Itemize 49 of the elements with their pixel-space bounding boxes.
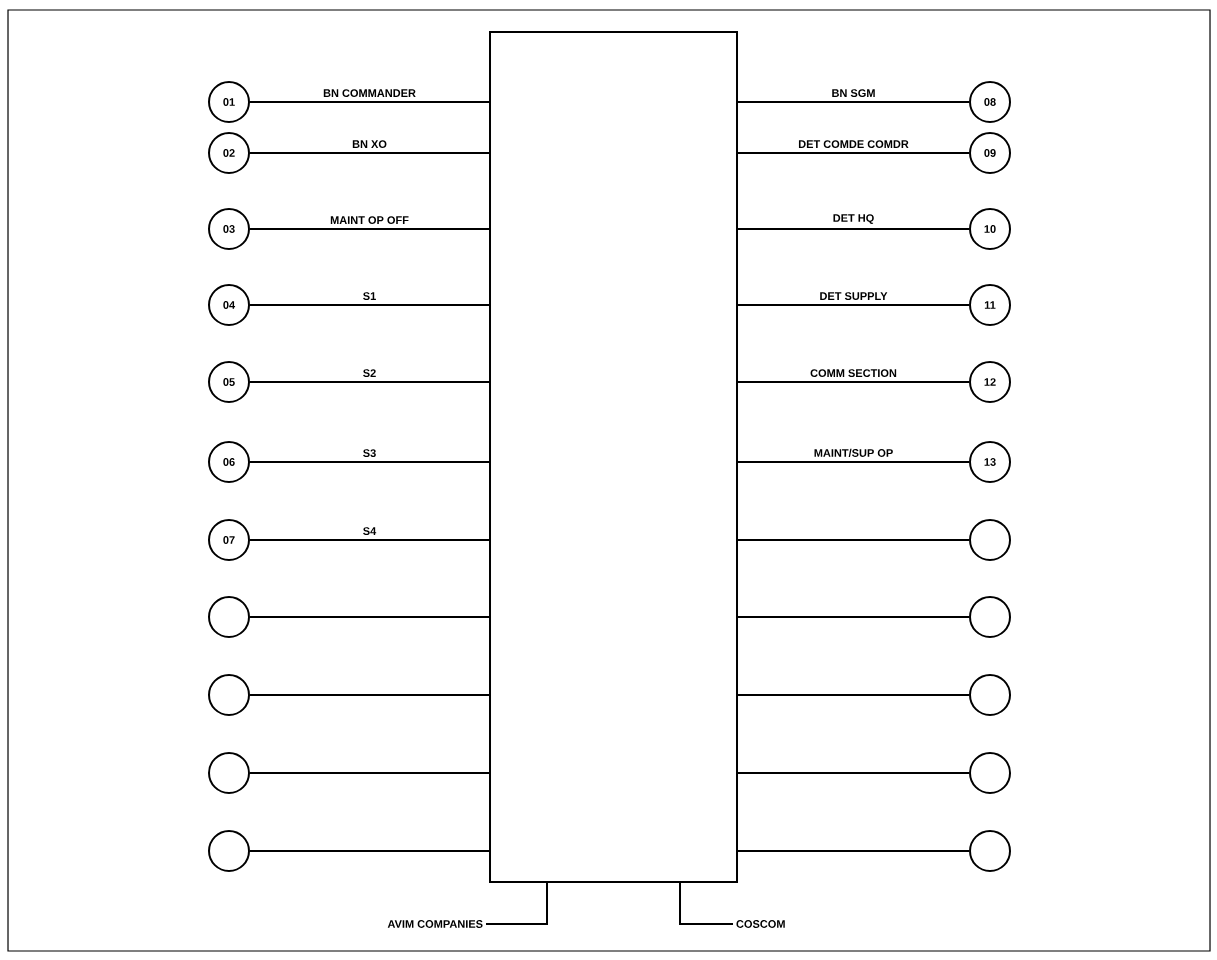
connector-line	[249, 381, 490, 383]
connector-line	[737, 304, 970, 306]
connector-line	[249, 616, 490, 618]
edge-label: S2	[363, 369, 376, 377]
connector-line	[737, 381, 970, 383]
empty-circle	[208, 674, 250, 716]
edge-label: DET COMDE COMDR	[798, 140, 909, 148]
connector-line	[249, 101, 490, 103]
connector-line	[249, 694, 490, 696]
empty-circle	[969, 674, 1011, 716]
edge-label: BN COMMANDER	[323, 89, 416, 97]
edge-label: COMM SECTION	[810, 369, 897, 377]
edge-label: MAINT OP OFF	[330, 216, 409, 224]
empty-circle	[208, 752, 250, 794]
empty-circle	[208, 596, 250, 638]
connector-line	[249, 228, 490, 230]
connector-line	[249, 539, 490, 541]
edge-label: MAINT/SUP OP	[814, 448, 893, 457]
edge-label: BN XO	[352, 140, 387, 148]
connector-line	[679, 882, 734, 925]
edge-label: DET HQ	[833, 214, 874, 224]
connector-line	[249, 772, 490, 774]
connector-line	[249, 152, 490, 154]
connector-line	[737, 461, 970, 463]
empty-circle	[969, 519, 1011, 561]
unit-label: AVIM COMPANIES	[387, 920, 483, 928]
unit-label: COSCOM	[736, 920, 785, 928]
connector-line	[737, 850, 970, 852]
connector-line	[485, 882, 548, 925]
empty-circle	[208, 830, 250, 872]
edge-label: BN SGM	[832, 89, 875, 97]
central-box	[489, 31, 738, 883]
connector-line	[737, 694, 970, 696]
connector-line	[737, 101, 970, 103]
empty-circle	[969, 596, 1011, 638]
empty-circle	[969, 752, 1011, 794]
connector-line	[249, 304, 490, 306]
edge-label: S4	[363, 527, 377, 535]
edge-label: S3	[363, 449, 376, 457]
empty-circle	[969, 830, 1011, 872]
connector-line	[737, 539, 970, 541]
connector-line	[737, 228, 970, 230]
connector-line	[249, 850, 490, 852]
connector-line	[737, 616, 970, 618]
edge-label: S1	[363, 292, 376, 300]
edge-label: DET SUPPLY	[820, 292, 888, 300]
connector-line	[737, 152, 970, 154]
connector-line	[737, 772, 970, 774]
connector-line	[249, 461, 490, 463]
